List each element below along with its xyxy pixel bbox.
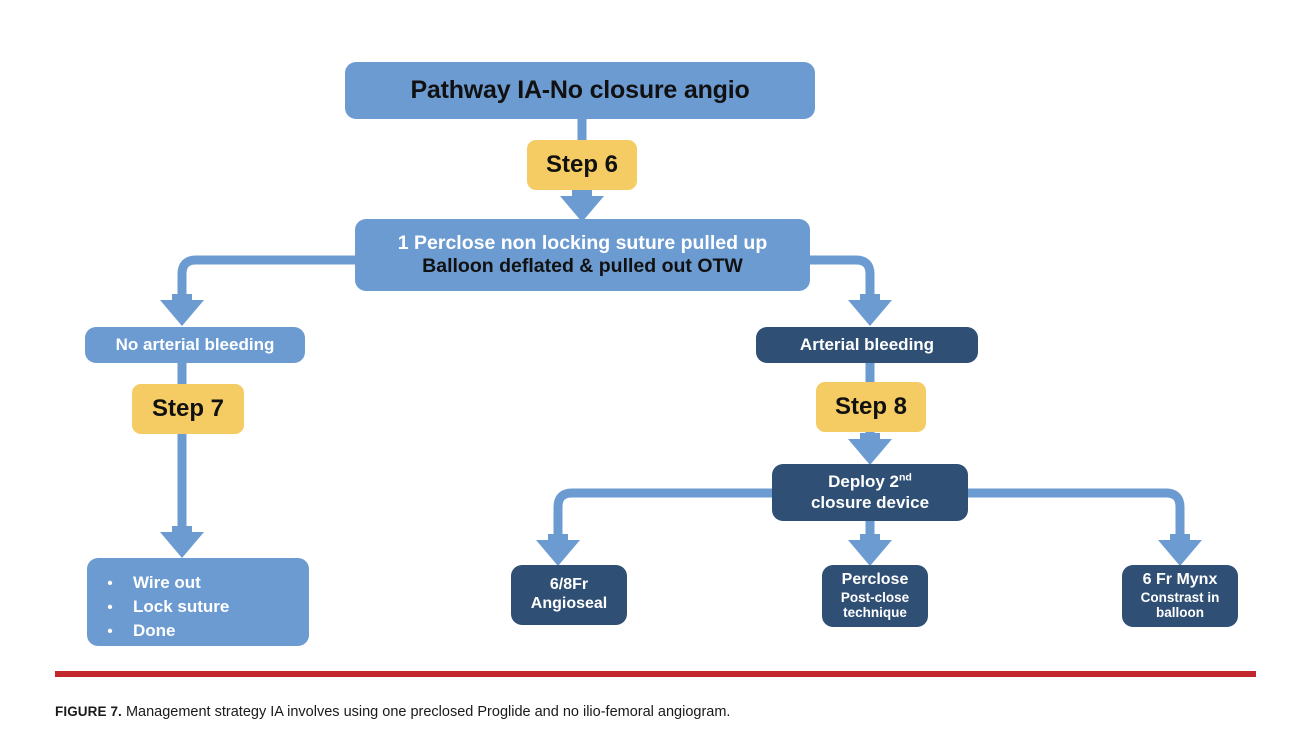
node-step-6-label: Step 6 xyxy=(545,150,619,178)
bullet-label: Lock suture xyxy=(133,597,230,617)
connector-procedure-left xyxy=(177,255,358,300)
node-outcome-bullets[interactable]: • Wire out • Lock suture • Done xyxy=(87,558,309,646)
device-2-sub-2: technique xyxy=(843,605,907,621)
arrowhead-to-procedure xyxy=(560,190,604,222)
arrowhead-to-device-1 xyxy=(536,534,580,566)
figure-caption: FIGURE 7. Management strategy IA involve… xyxy=(55,703,730,722)
node-deploy-closure-device[interactable]: Deploy 2nd closure device xyxy=(772,464,968,521)
bullet-icon: • xyxy=(107,575,113,592)
list-item: • Lock suture xyxy=(87,595,309,619)
arrowhead-to-bleeding xyxy=(848,294,892,326)
node-arterial-bleeding[interactable]: Arterial bleeding xyxy=(756,327,978,363)
device-1-title: 6/8Fr xyxy=(549,576,589,594)
figure-divider-rule xyxy=(55,671,1256,677)
arrowhead-to-outcome xyxy=(160,526,204,558)
arrowhead-to-deploy xyxy=(848,433,892,465)
node-no-arterial-bleeding[interactable]: No arterial bleeding xyxy=(85,327,305,363)
bullet-icon: • xyxy=(107,623,113,641)
device-2-title: Perclose xyxy=(841,570,909,588)
node-arterial-bleeding-label: Arterial bleeding xyxy=(799,334,935,354)
node-deploy-line-2: closure device xyxy=(810,492,930,512)
device-3-title: 6 Fr Mynx xyxy=(1142,570,1218,588)
figure-caption-text: Management strategy IA involves using on… xyxy=(121,704,731,720)
list-item: • Done xyxy=(87,619,309,643)
node-step-7-label: Step 7 xyxy=(151,394,225,422)
arrowhead-to-no-bleeding xyxy=(160,294,204,326)
node-pathway-title[interactable]: Pathway IA-No closure angio xyxy=(345,62,815,119)
node-procedure[interactable]: 1 Perclose non locking suture pulled up … xyxy=(355,219,810,291)
connector-deploy-right xyxy=(966,488,1185,540)
node-device-mynx[interactable]: 6 Fr Mynx Constrast in balloon xyxy=(1122,565,1238,627)
node-procedure-line-2: Balloon deflated & pulled out OTW xyxy=(422,255,743,277)
bullet-label: Wire out xyxy=(133,573,201,592)
arrowhead-to-device-3 xyxy=(1158,534,1202,566)
node-device-perclose[interactable]: Perclose Post-close technique xyxy=(822,565,928,627)
figure-caption-label: FIGURE 7. xyxy=(55,704,122,719)
device-3-sub-2: balloon xyxy=(1156,605,1204,621)
node-pathway-title-label: Pathway IA-No closure angio xyxy=(410,75,750,104)
node-device-angioseal[interactable]: 6/8Fr Angioseal xyxy=(511,565,627,625)
node-deploy-line-1: Deploy 2nd xyxy=(828,472,912,492)
node-deploy-line-1-text: Deploy 2 xyxy=(828,472,899,492)
connector-deploy-left xyxy=(553,488,774,540)
node-step-8-label: Step 8 xyxy=(834,392,908,420)
connector-procedure-right xyxy=(806,255,875,300)
node-no-arterial-bleeding-label: No arterial bleeding xyxy=(115,334,275,354)
node-procedure-line-1: 1 Perclose non locking suture pulled up xyxy=(397,232,768,254)
arrowhead-to-device-2 xyxy=(848,534,892,566)
node-step-6[interactable]: Step 6 xyxy=(527,140,637,190)
device-1-sub-1: Angioseal xyxy=(530,595,608,612)
bullet-label: Done xyxy=(133,621,176,641)
list-item: • Wire out xyxy=(87,571,309,595)
device-3-sub-1: Constrast in xyxy=(1140,589,1220,605)
bullet-icon: • xyxy=(107,599,113,617)
device-2-sub-1: Post-close xyxy=(840,589,910,605)
node-step-7[interactable]: Step 7 xyxy=(132,384,244,434)
node-step-8[interactable]: Step 8 xyxy=(816,382,926,432)
node-deploy-superscript: nd xyxy=(898,471,912,484)
